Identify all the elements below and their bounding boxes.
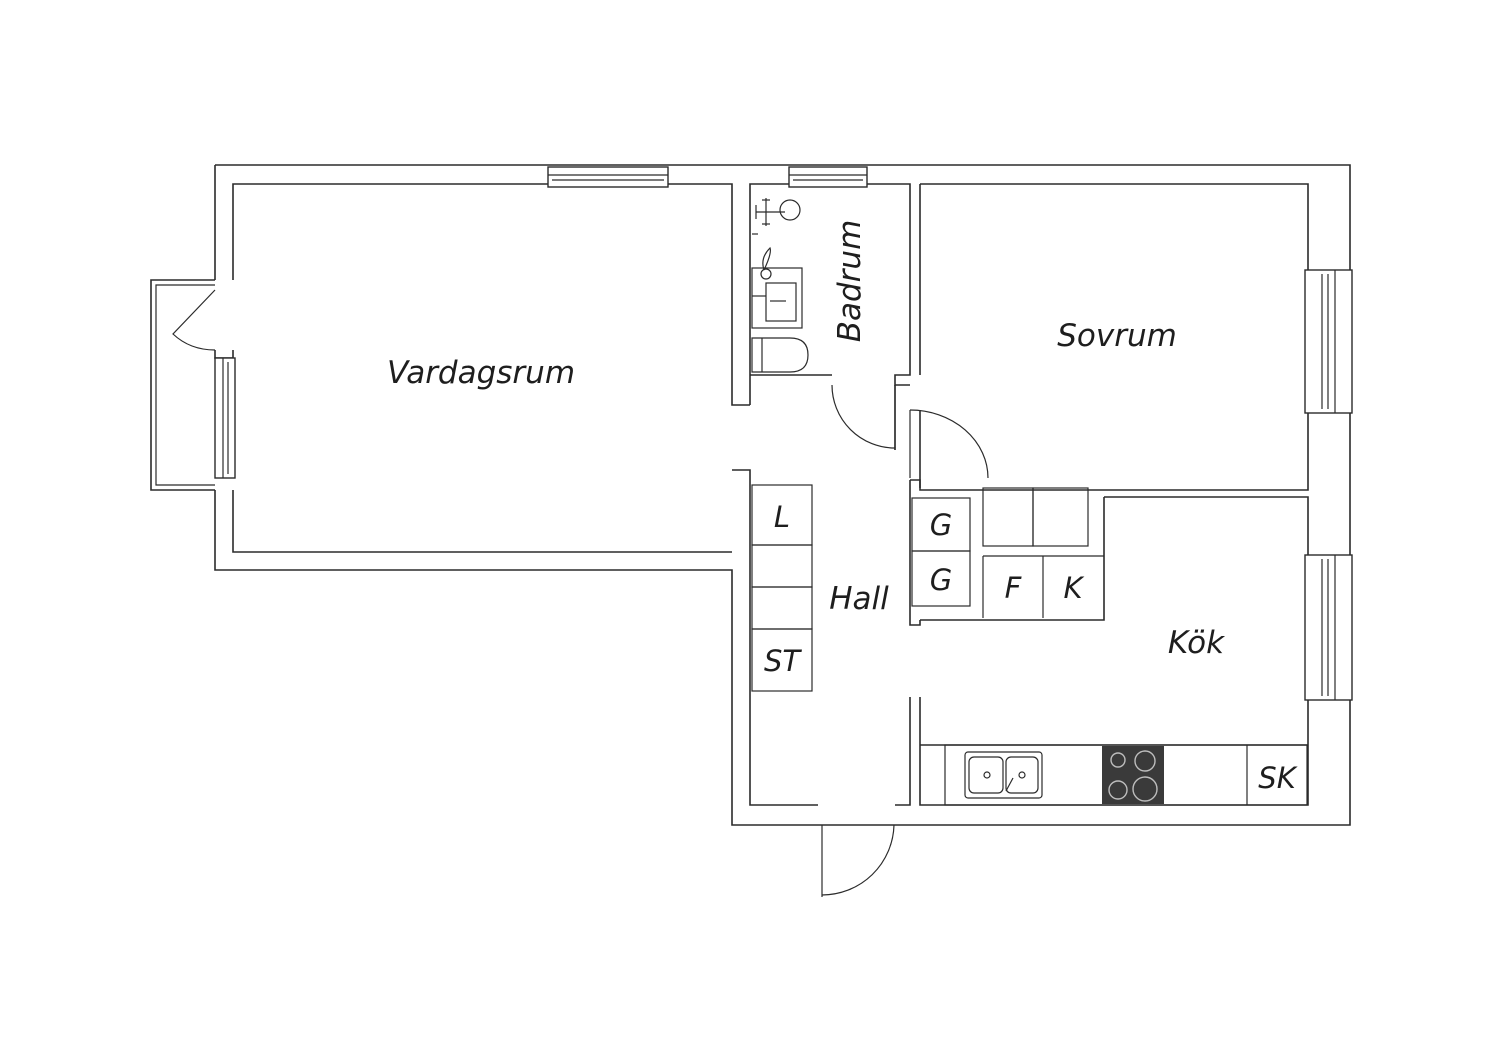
fixture-label-kitchen-cabinet: SK xyxy=(1258,761,1297,795)
room-label-badrum: Badrum xyxy=(832,220,868,343)
fixture-label-linen: L xyxy=(774,500,790,534)
bedroom-door xyxy=(909,409,989,479)
fixture-label-wardrobe-2: G xyxy=(930,563,952,597)
kitchen-sink-icon xyxy=(964,751,1043,799)
fixture-label-storage: ST xyxy=(764,644,802,678)
fixture-label-wardrobe-1: G xyxy=(930,508,952,542)
room-label-hall: Hall xyxy=(829,581,889,617)
balcony-door xyxy=(172,289,216,351)
exterior-walls xyxy=(214,164,1351,826)
entrance-door xyxy=(821,824,895,896)
fixture-label-fridge: F xyxy=(1005,571,1023,605)
stove-icon xyxy=(1102,746,1164,804)
room-label-sovrum: Sovrum xyxy=(1057,318,1177,354)
fixture-label-freezer: K xyxy=(1063,571,1084,605)
doors xyxy=(821,384,989,897)
shower-icon xyxy=(752,198,801,235)
wardrobes xyxy=(911,497,971,607)
bathroom-fixtures xyxy=(751,198,809,373)
washbasin-icon xyxy=(751,246,803,329)
balcony xyxy=(150,279,216,491)
window-livingroom-left xyxy=(214,357,236,479)
kitchen-counter xyxy=(944,744,1308,806)
room-label-kok: Kök xyxy=(1168,625,1225,661)
windows xyxy=(214,166,1353,701)
bathroom-door xyxy=(831,384,896,450)
toilet-icon xyxy=(751,337,809,373)
kitchen-upper xyxy=(982,487,1104,618)
window-livingroom-top xyxy=(547,166,669,188)
hall-closets xyxy=(751,484,813,692)
room-label-vardagsrum: Vardagsrum xyxy=(387,355,575,391)
window-bathroom-top xyxy=(788,166,868,188)
